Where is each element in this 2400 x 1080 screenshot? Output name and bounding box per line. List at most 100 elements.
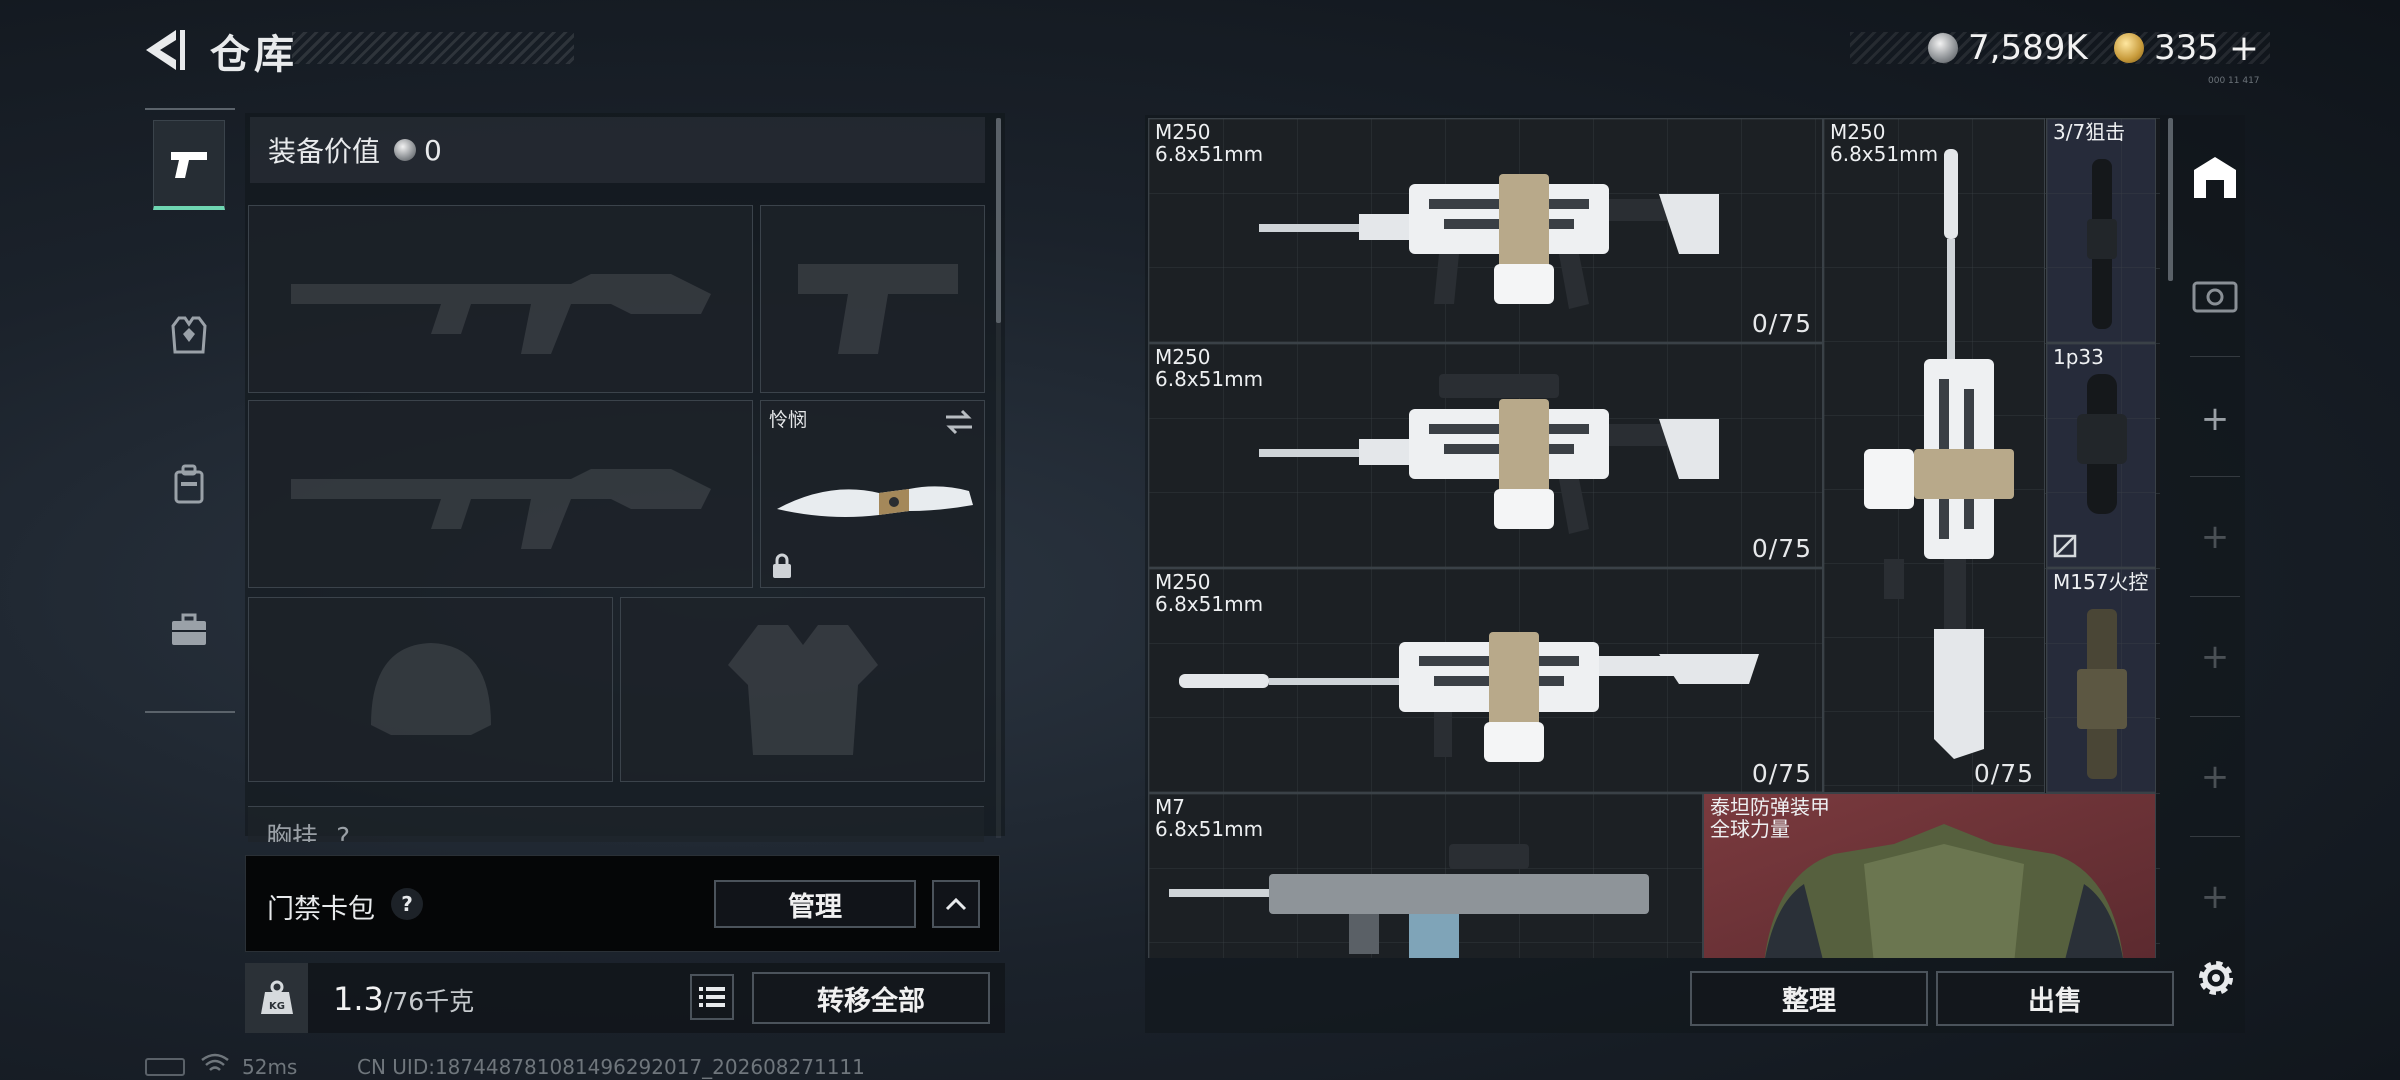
- item-name: M7: [1155, 795, 1185, 819]
- karambit-knife-icon: [777, 486, 973, 517]
- rifle-placeholder-icon: [290, 274, 711, 354]
- item-name: M250: [1830, 120, 1886, 144]
- version-tag: 000 11 417: [2208, 76, 2260, 86]
- swap-icon[interactable]: [944, 409, 974, 435]
- tab-case[interactable]: [153, 585, 225, 675]
- settings-button[interactable]: [2190, 952, 2242, 1004]
- rifle-icon: [1169, 844, 1649, 958]
- chest-rig-slot[interactable]: 胸挂 ?: [248, 806, 984, 842]
- machine-gun-icon: [1259, 174, 1719, 309]
- stash-grid: M250 6.8x51mm 0/75 M250 6.8x51mm: [1148, 118, 2160, 958]
- stash-item-scope-1[interactable]: 3/7狙击: [2046, 118, 2156, 343]
- secondary-weapon-slot[interactable]: [248, 400, 753, 588]
- separator: [2190, 716, 2240, 717]
- item-subtitle: 全球力量: [1710, 817, 1790, 841]
- stash-item-titan-armor[interactable]: 泰坦防弹装甲 全球力量: [1703, 793, 2156, 958]
- stash-tab-extension[interactable]: [2182, 236, 2248, 354]
- item-caliber: 6.8x51mm: [1155, 592, 1264, 616]
- body-armor-icon: [1764, 824, 2124, 958]
- primary-weapon-slot[interactable]: [248, 205, 753, 393]
- item-caliber: 6.8x51mm: [1155, 817, 1264, 841]
- item-caliber: 6.8x51mm: [1830, 142, 1939, 166]
- add-stash-slot-2[interactable]: +: [2182, 478, 2248, 596]
- keycard-label: 门禁卡包: [267, 894, 375, 925]
- helmet-placeholder-icon: [370, 642, 491, 735]
- sell-button[interactable]: 出售: [1936, 971, 2174, 1026]
- pistol-icon: [171, 151, 207, 178]
- back-button[interactable]: [140, 26, 192, 74]
- stash-item-m250-1[interactable]: M250 6.8x51mm 0/75: [1148, 118, 1823, 343]
- separator: [2190, 476, 2240, 477]
- wifi-icon: [201, 1053, 229, 1071]
- rifle-placeholder-icon: [290, 469, 711, 549]
- item-caliber: 6.8x51mm: [1155, 142, 1264, 166]
- item-name: 1p33: [2053, 345, 2104, 369]
- equipment-value-label: 装备价值: [268, 135, 381, 168]
- stash-item-m250-2[interactable]: M250 6.8x51mm 0/75: [1148, 343, 1823, 568]
- keycard-help-button[interactable]: ?: [391, 888, 423, 920]
- equipment-value-bar: 装备价值 0: [250, 117, 985, 183]
- equipment-scroll-thumb[interactable]: [996, 118, 1001, 323]
- equipment-scrollbar[interactable]: [996, 118, 1001, 838]
- item-ammo: 0/75: [1751, 759, 1812, 788]
- scope-icon: [2077, 374, 2127, 514]
- plus-icon: +: [2200, 877, 2230, 917]
- item-name: M250: [1155, 120, 1211, 144]
- list-icon: [699, 987, 725, 1007]
- stash-tab-main[interactable]: [2182, 118, 2248, 236]
- tab-weapons[interactable]: [153, 120, 225, 210]
- stash-scroll-thumb[interactable]: [2168, 118, 2173, 281]
- item-name: M250: [1155, 570, 1211, 594]
- stash-item-m7[interactable]: M7 6.8x51mm: [1148, 793, 1703, 958]
- item-ammo: 0/75: [1751, 309, 1812, 338]
- category-rail: [145, 108, 235, 713]
- weight-readout: 1.3/76千克: [333, 980, 474, 1018]
- lock-icon: [773, 553, 791, 578]
- battery-icon: [145, 1058, 185, 1076]
- plus-icon: +: [2200, 517, 2230, 557]
- item-name: M157火控: [2053, 570, 2149, 594]
- item-caliber: 6.8x51mm: [1155, 367, 1264, 391]
- melee-slot[interactable]: 怜悯: [760, 400, 985, 588]
- manage-button[interactable]: 管理: [714, 880, 916, 928]
- tab-armor[interactable]: [153, 290, 225, 380]
- pistol-slot[interactable]: [760, 205, 985, 393]
- separator: [2190, 836, 2240, 837]
- chest-rig-label: 胸挂: [266, 823, 319, 842]
- stash-item-fire-control[interactable]: M157火控: [2046, 568, 2156, 793]
- stash-item-scope-2[interactable]: 1p33: [2046, 343, 2156, 568]
- add-stash-slot-5[interactable]: +: [2182, 838, 2248, 956]
- separator: [2190, 356, 2240, 357]
- tab-backpack[interactable]: [153, 440, 225, 530]
- stash-item-m250-vertical[interactable]: M250 6.8x51mm 0/75: [1823, 118, 2045, 793]
- sort-button[interactable]: 整理: [1690, 971, 1928, 1026]
- item-ammo: 0/75: [1751, 534, 1812, 563]
- body-armor-slot[interactable]: [620, 597, 985, 782]
- pistol-placeholder-icon: [797, 264, 958, 354]
- vest-placeholder-icon: [727, 624, 878, 755]
- add-stash-slot-1[interactable]: +: [2182, 360, 2248, 478]
- backpack-icon: [174, 464, 204, 504]
- silver-amount: 7,589K: [1968, 28, 2088, 68]
- machine-gun-icon: [1259, 374, 1719, 534]
- stash-item-m250-3[interactable]: M250 6.8x51mm 0/75: [1148, 568, 1823, 793]
- currency-decoration: [1850, 32, 2270, 64]
- add-stash-slot-3[interactable]: +: [2182, 598, 2248, 716]
- transfer-all-button[interactable]: 转移全部: [752, 972, 990, 1024]
- add-currency-button[interactable]: +: [2228, 27, 2260, 69]
- machine-gun-icon: [1179, 632, 1759, 762]
- ping-readout: 52ms: [242, 1055, 298, 1079]
- gold-currency[interactable]: 335 +: [2114, 26, 2259, 70]
- add-stash-slot-4[interactable]: +: [2182, 718, 2248, 836]
- equipment-value: 0: [424, 133, 442, 167]
- helmet-slot[interactable]: [248, 597, 613, 782]
- chevron-up-icon: [945, 897, 967, 911]
- item-name: 泰坦防弹装甲: [1710, 795, 1830, 819]
- expand-button[interactable]: [932, 880, 980, 928]
- list-view-button[interactable]: [690, 974, 734, 1020]
- plus-icon: +: [2200, 637, 2230, 677]
- gold-coin-icon: [2114, 33, 2144, 63]
- machine-gun-vertical-icon: [1864, 149, 2014, 759]
- page-title: 仓库: [210, 32, 298, 78]
- weight-capacity: /76千克: [383, 987, 475, 1016]
